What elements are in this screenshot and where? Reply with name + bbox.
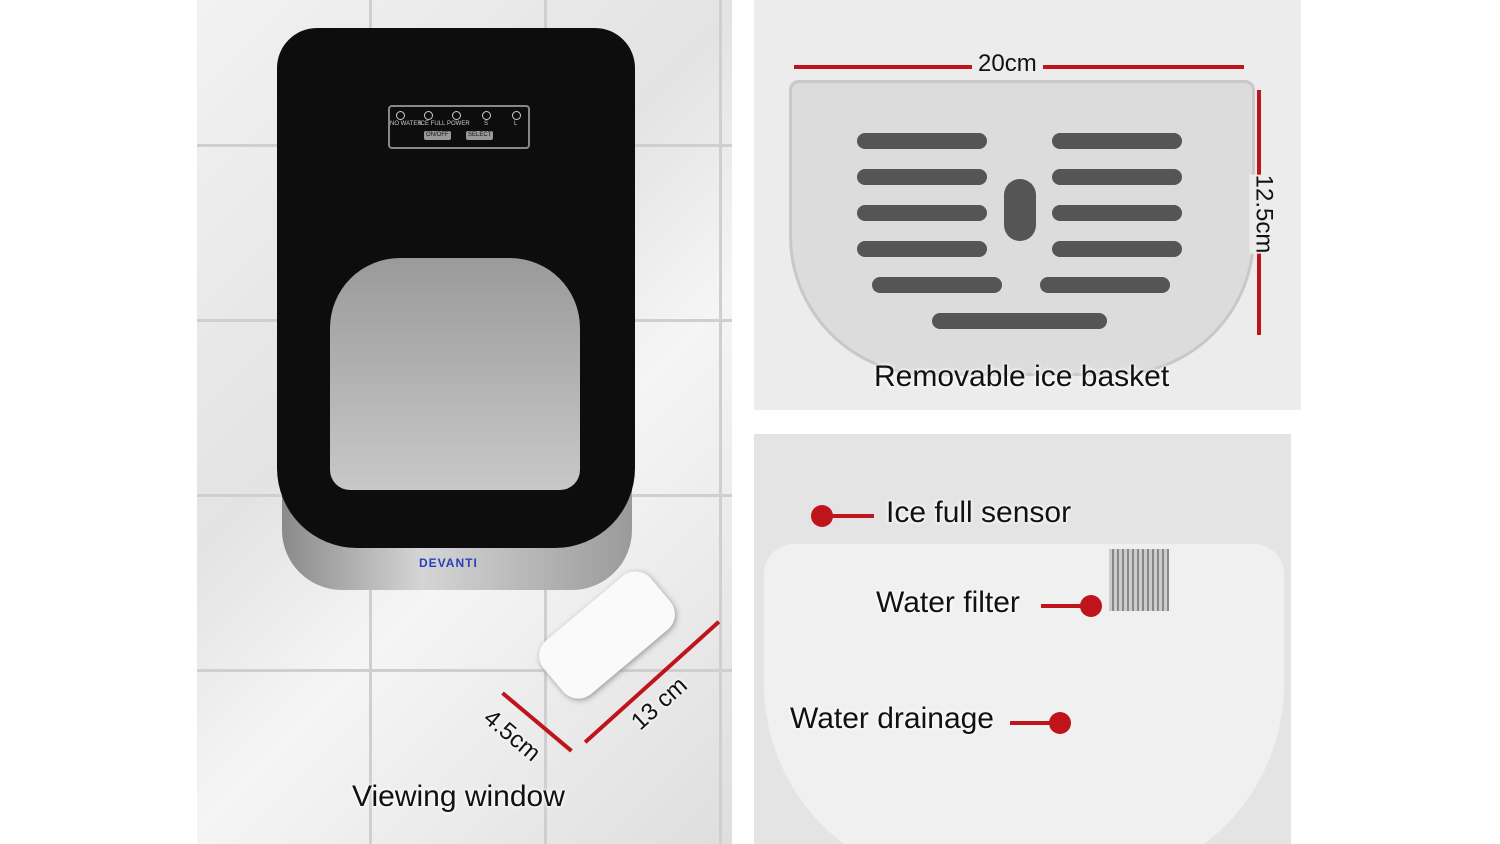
scoop-width-label: 4.5cm — [478, 704, 546, 767]
water-filter — [1109, 549, 1169, 611]
interior-tank — [764, 544, 1284, 844]
large-indicator: L — [514, 121, 518, 127]
water-drainage-label: Water drainage — [790, 702, 994, 735]
ice-basket-caption: Removable ice basket — [874, 360, 1170, 393]
small-indicator: S — [484, 121, 489, 127]
ice-maker-photo: NO WATER ICE FULL POWER S L ON/OFF SELEC… — [197, 0, 732, 844]
interior-photo: Ice full sensor Water filter Water drain… — [754, 434, 1291, 844]
water-drainage-line — [1010, 721, 1060, 725]
water-filter-label: Water filter — [876, 586, 1020, 619]
ice-basket-photo: 20cm 12.5cm Removable ice basket — [754, 0, 1301, 410]
viewing-window — [330, 258, 580, 490]
ice-full-sensor-label: Ice full sensor — [886, 496, 1072, 529]
scoop-length-label: 13 cm — [626, 671, 693, 736]
brand-logo: DEVANTI — [419, 556, 478, 570]
ice-full-indicator: ICE FULL — [419, 121, 446, 127]
ice-basket — [789, 80, 1255, 376]
on-off-button: ON/OFF — [424, 131, 451, 140]
select-button: SELECT — [466, 131, 494, 140]
water-filter-marker — [1080, 595, 1102, 617]
power-indicator: POWER — [447, 121, 470, 127]
water-filter-line — [1041, 604, 1091, 608]
ice-full-sensor-line — [824, 514, 874, 518]
viewing-window-caption: Viewing window — [352, 780, 565, 813]
control-panel: NO WATER ICE FULL POWER S L ON/OFF SELEC… — [388, 105, 530, 149]
water-drainage-marker — [1049, 712, 1071, 734]
width-label: 20cm — [972, 50, 1043, 78]
no-water-indicator: NO WATER — [390, 121, 422, 127]
ice-full-sensor-marker — [811, 505, 833, 527]
height-label: 12.5cm — [1249, 174, 1278, 254]
